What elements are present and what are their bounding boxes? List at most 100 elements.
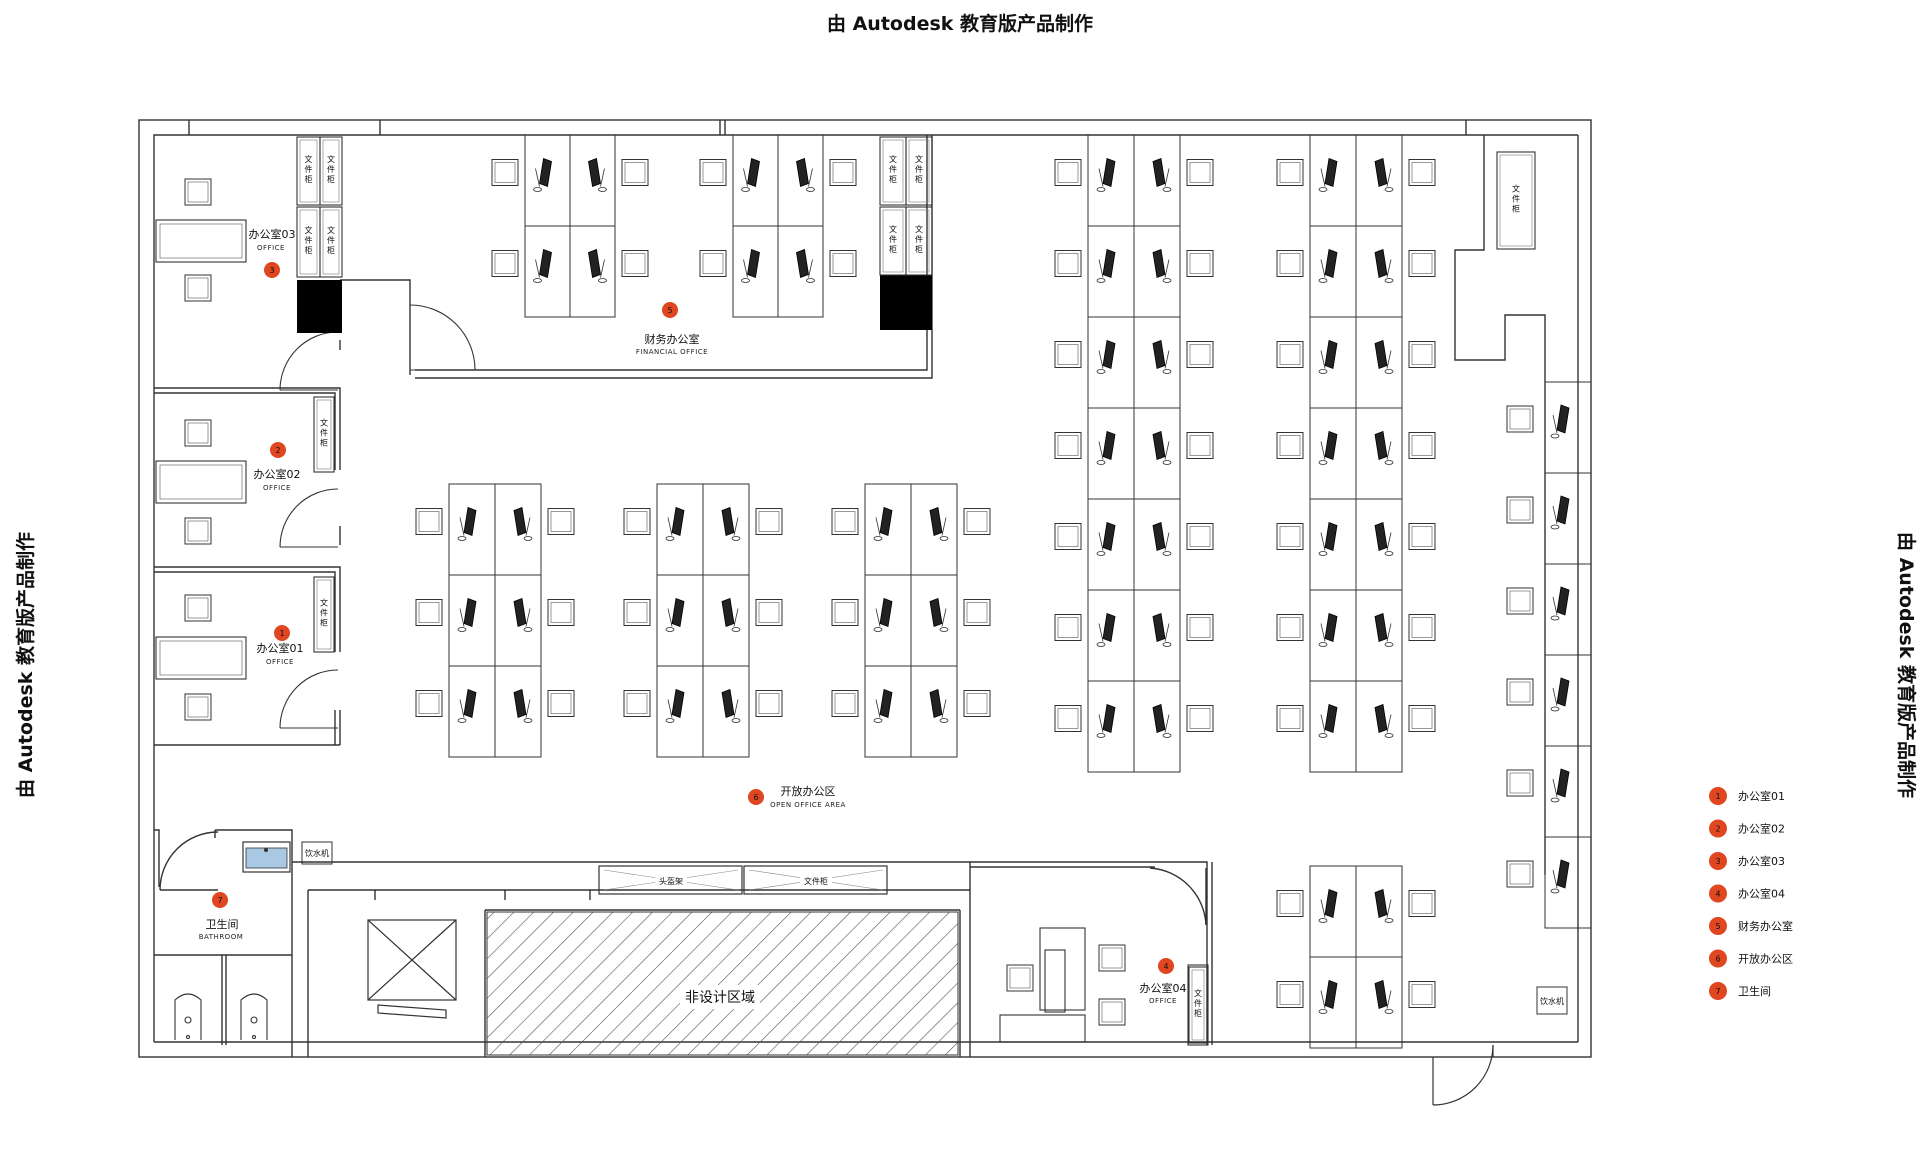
computer-icon [1550, 677, 1570, 712]
legend-label: 办公室02 [1738, 822, 1785, 836]
svg-text:2: 2 [275, 446, 280, 455]
desk [1355, 956, 1403, 1049]
legend-item: 3 办公室03 [1709, 852, 1785, 870]
svg-text:文: 文 [320, 598, 328, 608]
chair-icon [1506, 769, 1534, 797]
svg-text:件: 件 [889, 164, 897, 174]
svg-text:文: 文 [1512, 184, 1520, 194]
svg-text:头盔架: 头盔架 [659, 876, 683, 886]
computer-icon [929, 506, 949, 541]
file-cabinet: 文件柜 [905, 206, 933, 276]
svg-text:柜: 柜 [889, 174, 897, 184]
chair-icon [1186, 341, 1214, 368]
computer-icon [1318, 703, 1338, 738]
chair-icon [829, 159, 857, 186]
chair-icon [1276, 523, 1304, 550]
legend-number: 5 [1715, 922, 1720, 931]
chair-icon [831, 690, 859, 717]
chair-icon [1408, 341, 1436, 368]
desk [1544, 472, 1592, 565]
svg-text:件: 件 [305, 235, 313, 245]
chair-icon [1186, 523, 1214, 550]
chair-icon [963, 508, 991, 535]
chair-icon [1408, 523, 1436, 550]
svg-text:柜: 柜 [327, 174, 335, 184]
svg-text:财务办公室: 财务办公室 [645, 332, 700, 346]
computer-icon [1152, 703, 1172, 738]
office-desk [155, 219, 247, 263]
file-cabinet-bottom: 文件柜 [743, 865, 888, 895]
non-design-area [486, 911, 959, 1056]
svg-text:件: 件 [1512, 194, 1520, 204]
marker-2 [270, 442, 286, 458]
svg-text:件: 件 [320, 428, 328, 438]
computer-icon [1318, 888, 1338, 923]
chair-icon [184, 419, 212, 447]
left-office-doors [279, 304, 476, 729]
legend-marker [1709, 819, 1727, 838]
legend-label: 办公室01 [1738, 789, 1785, 803]
room-open-office: 6 开放办公区 OPEN OFFICE AREA [748, 784, 845, 809]
chair-icon [1276, 432, 1304, 459]
office04-desk [999, 927, 1086, 1043]
office-desk-inner [159, 464, 243, 500]
chair-icon [1276, 981, 1304, 1008]
chair-icon [1006, 964, 1034, 992]
marker-7 [212, 892, 228, 908]
computer-icon [1152, 248, 1172, 283]
computer-icon [1318, 430, 1338, 465]
svg-text:件: 件 [320, 608, 328, 618]
computer-icon [1374, 612, 1394, 647]
water-dispenser-left: 饮水机 [301, 841, 333, 865]
svg-text:柜: 柜 [915, 244, 923, 254]
legend-label: 办公室03 [1738, 854, 1785, 868]
bottom-walls [292, 861, 971, 1057]
computer-icon [1152, 157, 1172, 192]
marker-1 [274, 625, 290, 641]
chair-icon [1186, 432, 1214, 459]
chair-icon [1054, 159, 1082, 186]
svg-text:卫生间: 卫生间 [206, 917, 239, 931]
computer-icon [1096, 612, 1116, 647]
computer-icon [665, 597, 685, 632]
svg-text:饮水机: 饮水机 [1540, 996, 1564, 1006]
chair-icon [623, 690, 651, 717]
chair-icon [755, 690, 783, 717]
svg-text:文: 文 [305, 154, 313, 164]
computer-icon [665, 688, 685, 723]
computer-icon [1550, 859, 1570, 894]
toilet-icon [240, 993, 268, 1040]
desk [1544, 836, 1592, 929]
chair-icon [1408, 614, 1436, 641]
computer-icon [721, 597, 741, 632]
desk [1544, 745, 1592, 838]
computer-icon [1374, 157, 1394, 192]
legend-label: 卫生间 [1738, 984, 1771, 998]
computer-icon [1152, 521, 1172, 556]
chair-icon [1054, 705, 1082, 732]
computer-icon [1096, 157, 1116, 192]
computer-icon [588, 248, 607, 283]
legend-number: 1 [1715, 792, 1720, 801]
chair-icon [184, 594, 212, 622]
chair-icon [699, 159, 727, 186]
marker-3 [264, 262, 280, 278]
chair-icon [1408, 432, 1436, 459]
non-design-label-bg [680, 985, 760, 1009]
computer-icon [513, 506, 533, 541]
chair-icon [547, 599, 575, 626]
column-left [297, 280, 342, 333]
computer-icon [1096, 339, 1116, 374]
computer-icon [1550, 495, 1570, 530]
chair-icon [621, 250, 649, 277]
svg-text:OFFICE: OFFICE [263, 484, 291, 492]
svg-text:文: 文 [327, 154, 335, 164]
svg-text:文: 文 [305, 225, 313, 235]
legend-number: 3 [1715, 857, 1720, 866]
svg-text:件: 件 [915, 164, 923, 174]
watermark-right: 由 Autodesk 教育版产品制作 [1895, 532, 1918, 798]
chair-icon [547, 508, 575, 535]
